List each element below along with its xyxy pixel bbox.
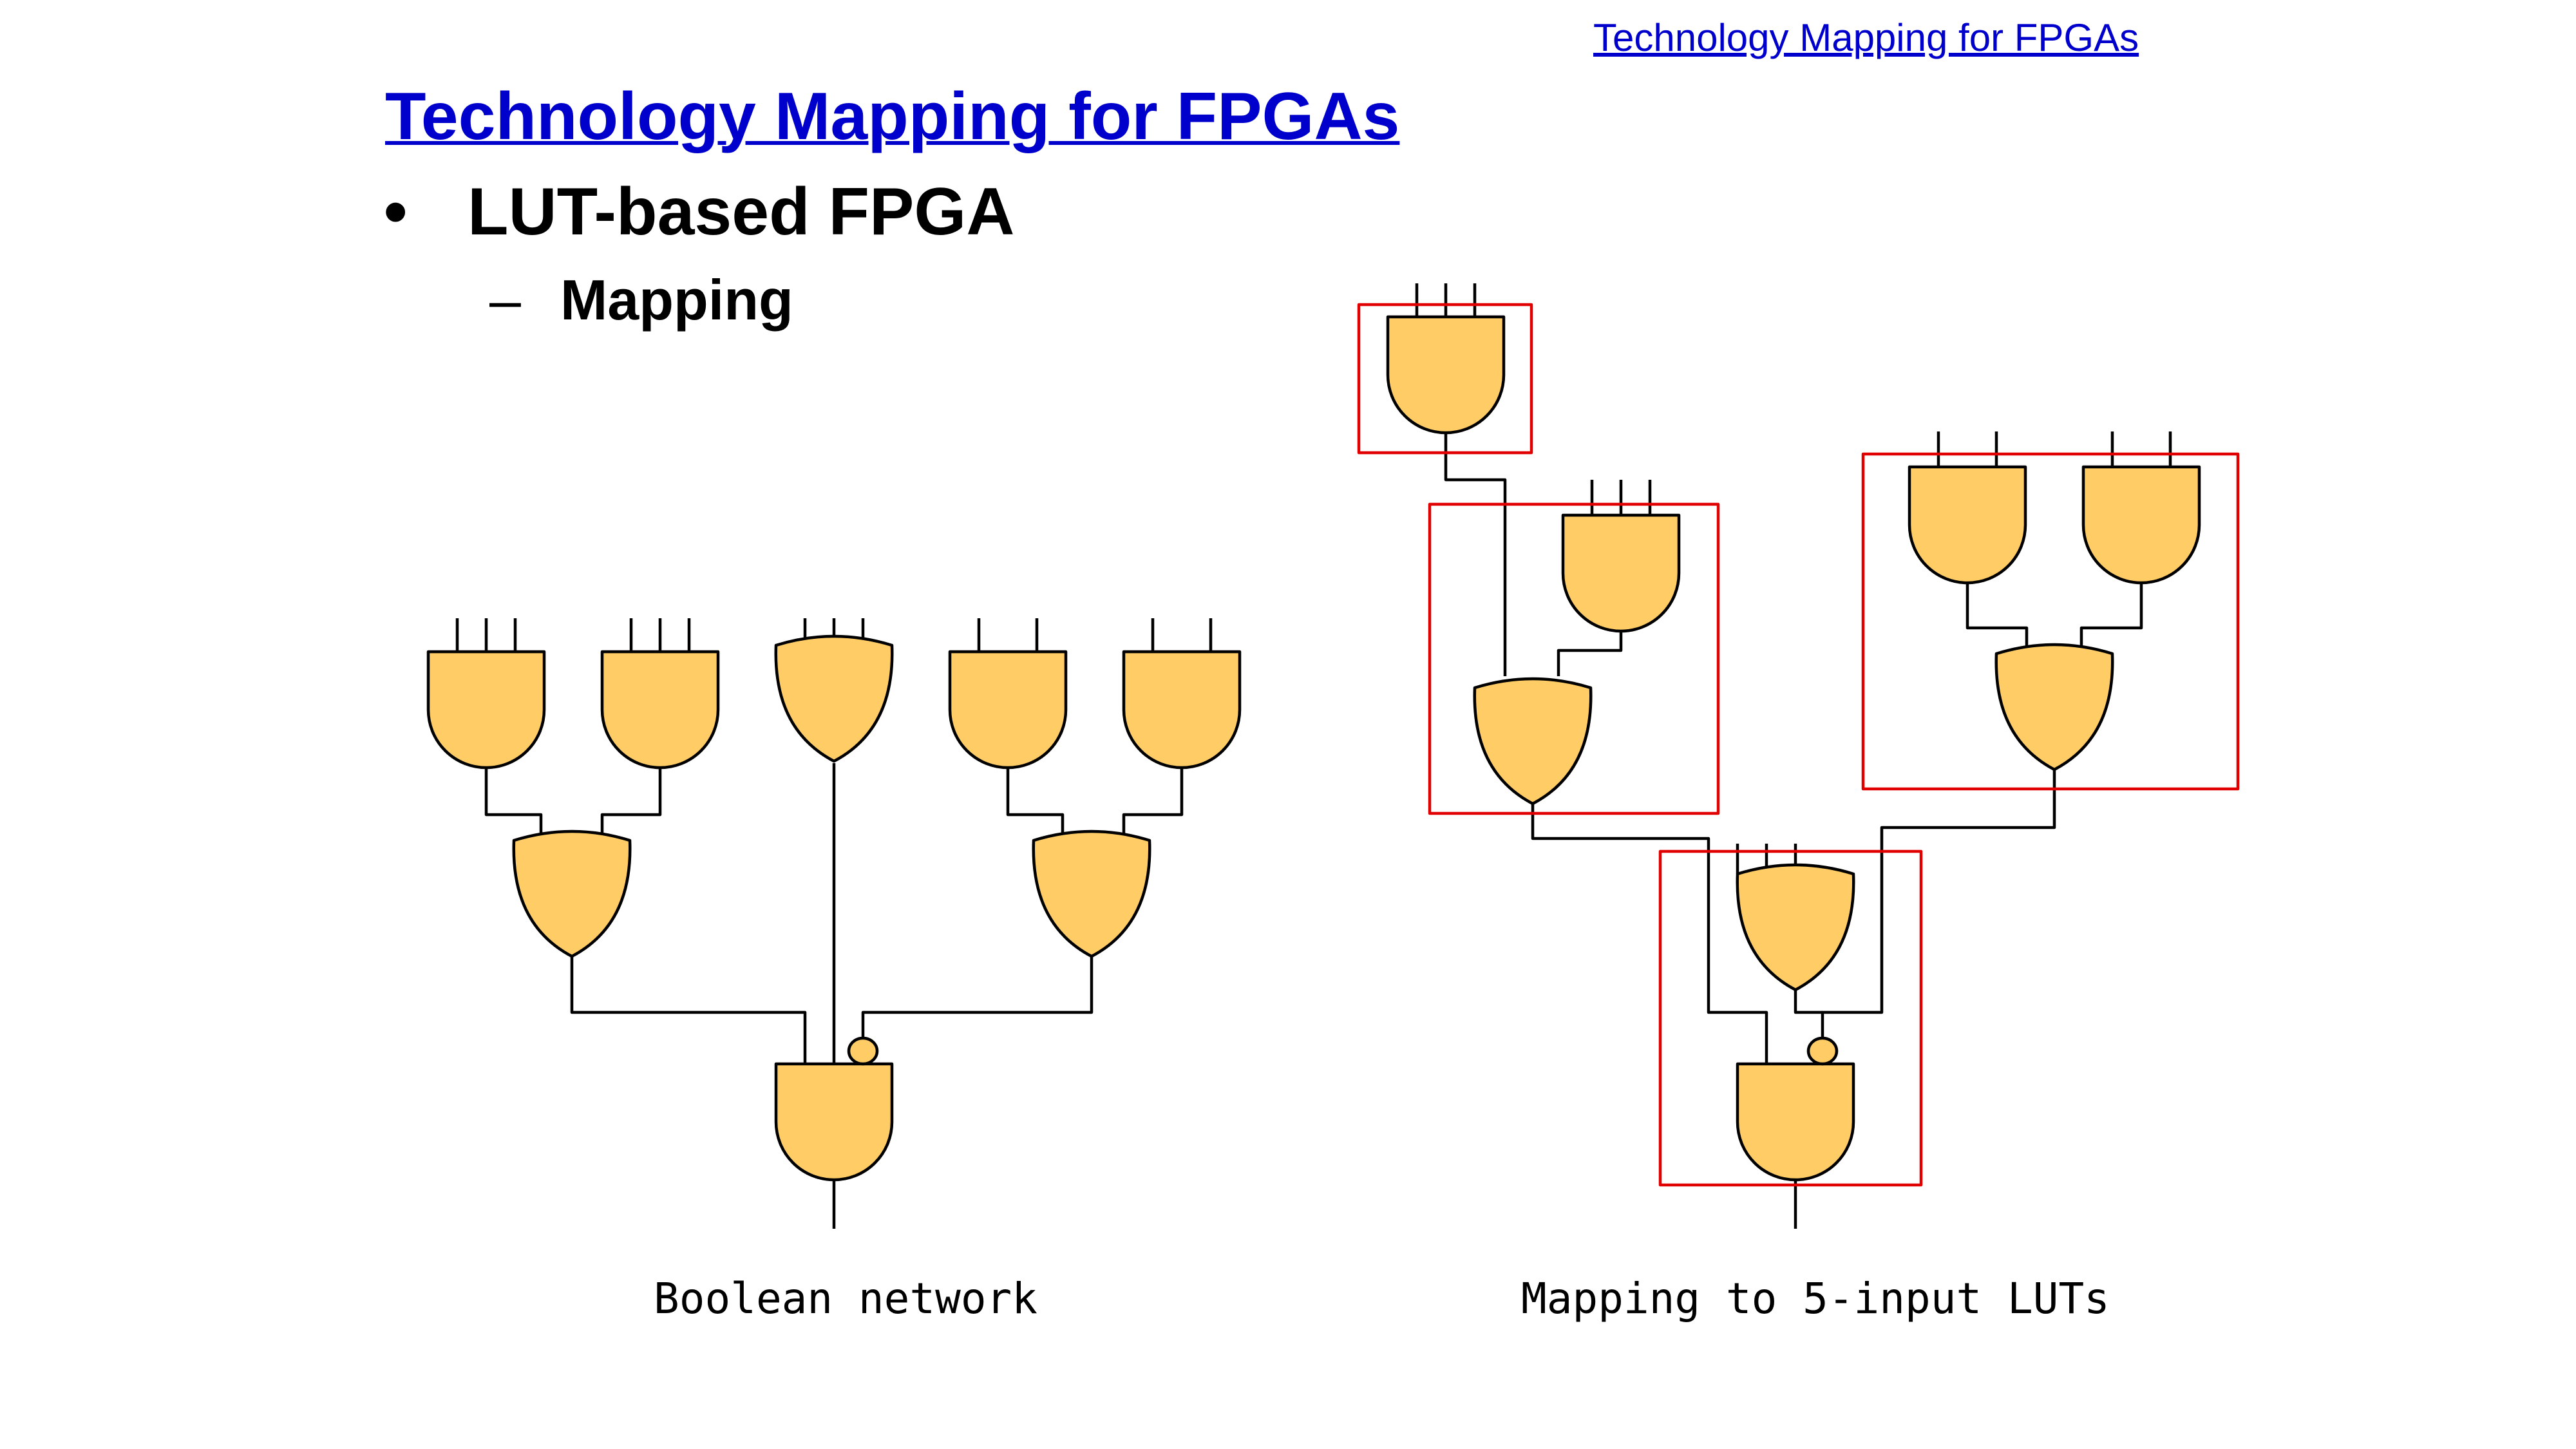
inverter-bubble-icon <box>847 1036 879 1066</box>
bullet-text: LUT-based FPGA <box>468 175 1015 249</box>
subbullet-mapping: –Mapping <box>489 267 793 333</box>
lut-box <box>1658 849 1923 1187</box>
and-gate-icon <box>428 652 544 768</box>
or-gate-icon <box>1475 679 1591 804</box>
or-gate-icon <box>776 636 893 761</box>
and-gate-icon <box>950 652 1066 768</box>
lut-box <box>1357 303 1533 455</box>
and-gate-icon <box>2083 467 2199 583</box>
bullet-lut-based-fpga: • LUT-based FPGA <box>384 174 1014 251</box>
lut-boxes <box>1357 303 2240 1187</box>
or-gate-icon <box>514 831 630 956</box>
lut-box <box>1428 502 1720 815</box>
and-gate-icon <box>1124 652 1240 768</box>
subbullet-text: Mapping <box>560 268 793 332</box>
and-gate-icon <box>776 1064 892 1180</box>
or-gate-icon <box>1034 831 1150 956</box>
right-wires <box>1415 283 2172 1229</box>
and-gate-icon <box>602 652 718 768</box>
and-gate-icon <box>1388 317 1504 433</box>
boolean-network-diagram <box>428 618 1240 1229</box>
header-link[interactable]: Technology Mapping for FPGAs <box>1593 16 2139 59</box>
subbullet-marker: – <box>489 268 521 332</box>
and-gate-icon <box>1909 467 2025 583</box>
slide-title[interactable]: Technology Mapping for FPGAs <box>385 79 1400 154</box>
and-gate-icon <box>1738 1064 1853 1180</box>
right-diagram-caption: Mapping to 5-input LUTs <box>1521 1274 2110 1323</box>
or-gate-icon <box>1996 645 2113 770</box>
left-diagram-caption: Boolean network <box>654 1274 1038 1323</box>
or-gate-icon <box>1738 865 1854 990</box>
and-gate-icon <box>1563 515 1679 631</box>
inverter-bubble-icon <box>1806 1036 1839 1066</box>
bullet-marker: • <box>384 175 408 249</box>
lut-box <box>1861 452 2240 791</box>
lut-mapping-diagram <box>1357 283 2240 1229</box>
left-wires <box>455 618 1213 1229</box>
